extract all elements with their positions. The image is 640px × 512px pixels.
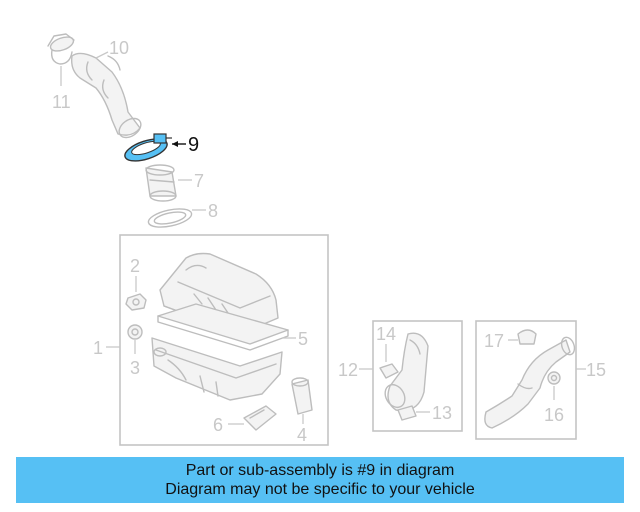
callout-12: 12 <box>338 360 358 380</box>
part-13-clip <box>397 405 417 421</box>
part-4-duct <box>291 377 313 415</box>
part-8-gasket <box>147 208 193 228</box>
part-3-insulator <box>127 324 143 340</box>
assembly-box-15 <box>475 320 577 440</box>
part-12-resonator <box>384 332 429 412</box>
part-5-filter <box>157 303 289 351</box>
part-9-clamp-highlighted <box>124 133 172 162</box>
banner-line-1: Part or sub-assembly is #9 in diagram <box>185 462 455 479</box>
part-6-pad <box>243 405 277 431</box>
callout-10: 10 <box>109 38 129 58</box>
callout-14: 14 <box>376 324 396 344</box>
callout-9: 9 <box>188 134 199 156</box>
part-16-fitting <box>547 371 561 385</box>
callout-17: 17 <box>484 331 504 351</box>
callout-13: 13 <box>432 403 452 423</box>
info-banner: Part or sub-assembly is #9 in diagram Di… <box>16 457 624 503</box>
part-14-clip <box>379 363 399 379</box>
callout-3: 3 <box>130 358 140 378</box>
part-7-tube <box>145 164 177 202</box>
part-10-intake-hose <box>70 52 142 139</box>
callout-5: 5 <box>298 329 308 349</box>
callout-1: 1 <box>93 338 103 358</box>
banner-line-2: Diagram may not be specific to your vehi… <box>165 481 475 498</box>
callout-15: 15 <box>586 360 606 380</box>
part-17-cap <box>517 329 537 345</box>
assembly-box-12 <box>372 320 463 432</box>
callout-6: 6 <box>213 415 223 435</box>
callout-11: 11 <box>52 92 71 112</box>
callout-8: 8 <box>208 201 218 221</box>
assembly-box-1 <box>119 234 329 446</box>
callout-7: 7 <box>194 171 204 191</box>
part-15-duct <box>484 336 576 429</box>
part-2-grommet <box>125 293 147 311</box>
parts-diagram: 11 10 9 7 8 1 <box>47 33 606 446</box>
arrow-9 <box>172 141 178 147</box>
callout-2: 2 <box>130 256 140 276</box>
air-cleaner-lower-housing <box>151 337 283 401</box>
leader-10 <box>95 51 109 59</box>
part-11-clamp <box>47 33 75 65</box>
callout-16: 16 <box>544 405 564 425</box>
callout-4: 4 <box>297 425 307 445</box>
